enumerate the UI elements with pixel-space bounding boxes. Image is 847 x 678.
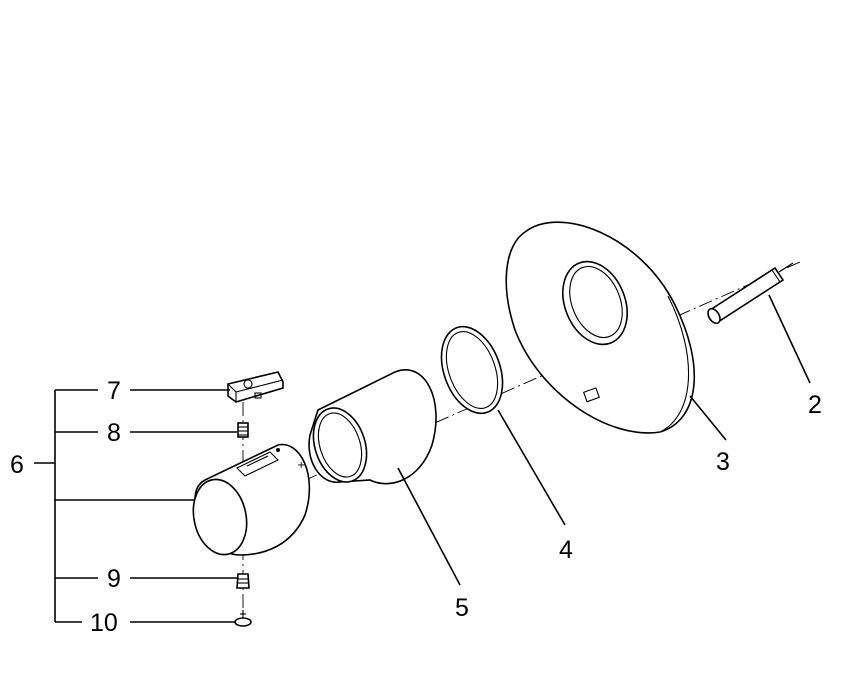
part-insert (236, 573, 250, 589)
callout-4: 4 (559, 536, 573, 564)
leader-lines (34, 294, 811, 623)
part-screw (234, 610, 252, 627)
callout-5: 5 (455, 594, 469, 622)
callout-7: 7 (107, 377, 121, 405)
part-cap-clip (227, 371, 284, 403)
part-handle-body: + (192, 443, 311, 556)
callout-10: 10 (90, 609, 118, 637)
part-extension-spindle (707, 262, 794, 325)
callout-3: 3 (716, 448, 730, 476)
callout-6: 6 (10, 451, 24, 479)
svg-text:+: + (297, 460, 305, 471)
callout-2: 2 (808, 391, 822, 419)
part-sleeve (308, 369, 437, 485)
part-escutcheon-plate (505, 221, 695, 434)
part-set-screw-top (237, 422, 249, 438)
callout-8: 8 (107, 419, 121, 447)
part-seal-ring (440, 325, 504, 415)
callout-9: 9 (107, 565, 121, 593)
